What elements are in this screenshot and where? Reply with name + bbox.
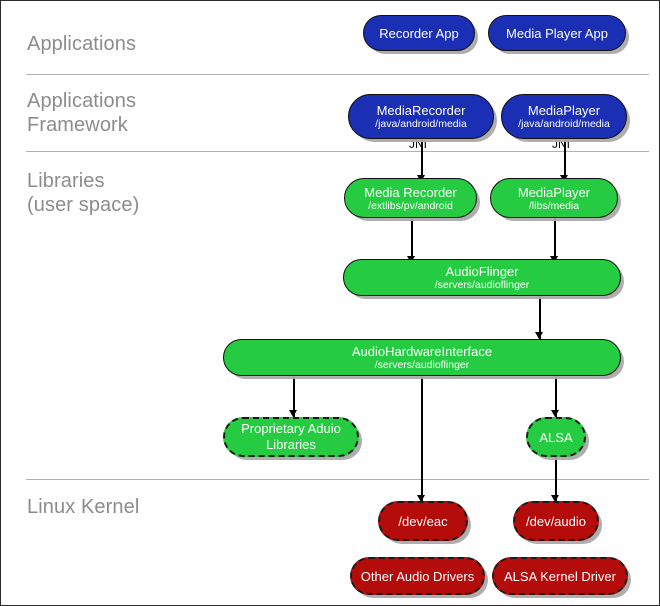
node-dev-audio[interactable]: /dev/audio bbox=[513, 501, 599, 541]
node-proprietary-audio-libraries-title: Proprietary Aduio bbox=[241, 421, 341, 436]
node-mediaplayer-lib[interactable]: MediaPlayer /libs/media bbox=[490, 178, 618, 218]
node-dev-eac-title: /dev/eac bbox=[398, 513, 448, 529]
node-mediaplayer-lib-path: /libs/media bbox=[528, 199, 580, 212]
node-recorder-app[interactable]: Recorder App bbox=[363, 15, 475, 51]
connector-audioflinger-to-audiohardwareinterface bbox=[539, 295, 541, 340]
node-media-recorder-lib-title: Media Recorder bbox=[364, 184, 457, 200]
node-mediaplayer-framework-path: /java/android/media bbox=[518, 118, 610, 130]
node-alsa[interactable]: ALSA bbox=[526, 417, 586, 457]
node-alsa-title: ALSA bbox=[539, 429, 573, 445]
node-alsa-kernel-driver-title: ALSA Kernel Driver bbox=[504, 568, 616, 584]
node-recorder-app-title: Recorder App bbox=[379, 25, 459, 41]
divider-linux-kernel bbox=[26, 479, 649, 480]
node-dev-audio-title: /dev/audio bbox=[526, 513, 586, 529]
edge-label-jni-recorder: JNI bbox=[409, 137, 427, 151]
edge-label-jni-player: JNI bbox=[552, 137, 570, 151]
node-audiohardwareinterface-path: /servers/audioflinger bbox=[374, 359, 470, 371]
node-alsa-kernel-driver[interactable]: ALSA Kernel Driver bbox=[492, 557, 628, 595]
connector-audiohardwareinterface-to-dev-eac bbox=[421, 376, 423, 503]
arrowhead-dev-audio bbox=[551, 495, 559, 502]
node-media-player-app-title: Media Player App bbox=[506, 25, 608, 41]
connector-media-recorder-lib-to-audioflinger bbox=[411, 218, 413, 264]
connector-audiohardwareinterface-to-alsa bbox=[555, 376, 557, 418]
node-mediarecorder-path: /java/android/media bbox=[375, 118, 467, 130]
node-mediaplayer-framework-title: MediaPlayer bbox=[527, 103, 601, 118]
node-proprietary-audio-libraries-subtitle: Libraries bbox=[266, 437, 316, 452]
arrowhead-dev-eac bbox=[417, 495, 425, 502]
connector-audiohardwareinterface-to-proprietary bbox=[293, 376, 295, 418]
node-mediaplayer-framework[interactable]: MediaPlayer /java/android/media bbox=[501, 94, 627, 139]
node-other-audio-drivers-title: Other Audio Drivers bbox=[360, 568, 475, 584]
node-audiohardwareinterface-title: AudioHardwareInterface bbox=[351, 344, 493, 359]
divider-applications-framework bbox=[26, 151, 649, 152]
node-media-player-app[interactable]: Media Player App bbox=[488, 15, 626, 51]
node-other-audio-drivers[interactable]: Other Audio Drivers bbox=[350, 557, 485, 595]
connector-alsa-to-dev-audio bbox=[555, 457, 557, 503]
layer-label-linux-kernel: Linux Kernel bbox=[27, 496, 140, 518]
node-dev-eac[interactable]: /dev/eac bbox=[378, 501, 468, 541]
node-mediarecorder[interactable]: MediaRecorder /java/android/media bbox=[348, 94, 494, 139]
divider-applications bbox=[26, 74, 649, 75]
arrowhead-audiohardwareinterface bbox=[535, 332, 543, 339]
node-media-recorder-lib[interactable]: Media Recorder /extlibs/pv/android bbox=[344, 178, 477, 218]
node-proprietary-audio-libraries[interactable]: Proprietary Aduio Libraries bbox=[223, 417, 359, 457]
node-mediarecorder-title: MediaRecorder bbox=[376, 103, 466, 118]
node-audioflinger[interactable]: AudioFlinger /servers/audioflinger bbox=[343, 259, 621, 296]
layer-label-libraries: Libraries (user space) bbox=[27, 170, 140, 216]
layer-label-applications: Applications bbox=[27, 33, 137, 55]
node-audioflinger-path: /servers/audioflinger bbox=[434, 279, 530, 291]
node-mediaplayer-lib-title: MediaPlayer bbox=[517, 184, 591, 200]
arrowhead-alsa bbox=[551, 410, 559, 417]
arrowhead-proprietary-audio-libraries bbox=[289, 410, 297, 417]
connector-mediarecorder-to-media-recorder-lib bbox=[421, 139, 423, 182]
connector-mediaplayer-lib-to-audioflinger bbox=[554, 218, 556, 264]
node-audiohardwareinterface[interactable]: AudioHardwareInterface /servers/audiofli… bbox=[223, 339, 621, 376]
node-audioflinger-title: AudioFlinger bbox=[445, 264, 519, 279]
layer-label-applications-framework: Applications Framework bbox=[27, 90, 137, 136]
connector-mediaplayer-framework-to-mediaplayer-lib bbox=[564, 139, 566, 182]
node-media-recorder-lib-path: /extlibs/pv/android bbox=[368, 199, 453, 212]
